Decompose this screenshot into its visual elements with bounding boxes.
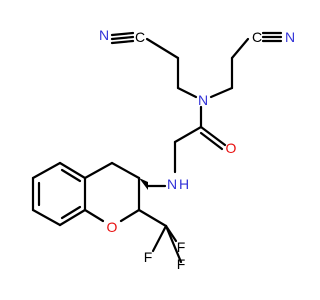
bond-cf3-f2 <box>151 224 168 253</box>
bond-benz-inner-1 <box>60 168 82 183</box>
bond-benz-inner-2 <box>60 205 82 220</box>
bond-carbonyl-double-b <box>199 131 224 151</box>
atom-label-c-right: C <box>252 29 262 45</box>
bond-pyran-2 <box>110 161 141 180</box>
atom-label-n-amine: N <box>167 176 177 192</box>
bond-triple-left-1 <box>110 31 135 37</box>
atom-label-n-amide: N <box>198 92 208 108</box>
atom-label-f1: F <box>177 239 186 255</box>
molecule-structure-diagram: N C C N N O N H O F F F <box>31 27 295 272</box>
atom-label-c-left: C <box>135 29 145 45</box>
bond-right-ch2-n <box>209 86 234 99</box>
bond-pyran-1 <box>83 161 114 180</box>
bond-left-ch2-n <box>176 86 198 99</box>
bond-carbonyl-c-ch2 <box>173 125 203 144</box>
atom-label-f2: F <box>144 249 153 265</box>
bond-benz-3 <box>58 208 87 227</box>
bond-carbonyl-double-a <box>199 125 227 147</box>
bond-benz-6 <box>31 161 62 180</box>
bond-group <box>31 31 283 264</box>
bond-left-c-ch2 <box>145 37 180 60</box>
bond-pyran-5 <box>83 208 105 223</box>
atom-label-f3: F <box>177 256 186 272</box>
atom-label-n-right: N <box>285 29 295 45</box>
stereo-wedge-bond <box>139 178 148 190</box>
bond-benz-1 <box>58 161 87 180</box>
bond-triple-left-3 <box>110 39 135 45</box>
bond-benz-4 <box>31 208 62 227</box>
bond-pyran-4 <box>119 208 141 223</box>
atom-label-n-left: N <box>99 27 109 43</box>
bond-cf3-f3 <box>164 224 183 264</box>
atom-label-o-ring: O <box>107 219 118 235</box>
bond-c-cf3 <box>137 208 168 228</box>
atom-label-h-amine: H <box>179 176 189 192</box>
bond-triple-left-2 <box>110 35 135 41</box>
atom-label-o-carbonyl: O <box>226 140 237 156</box>
atom-label-group: N C C N N O N H O F F F <box>99 27 295 272</box>
bond-right-c-ch2 <box>230 37 250 60</box>
